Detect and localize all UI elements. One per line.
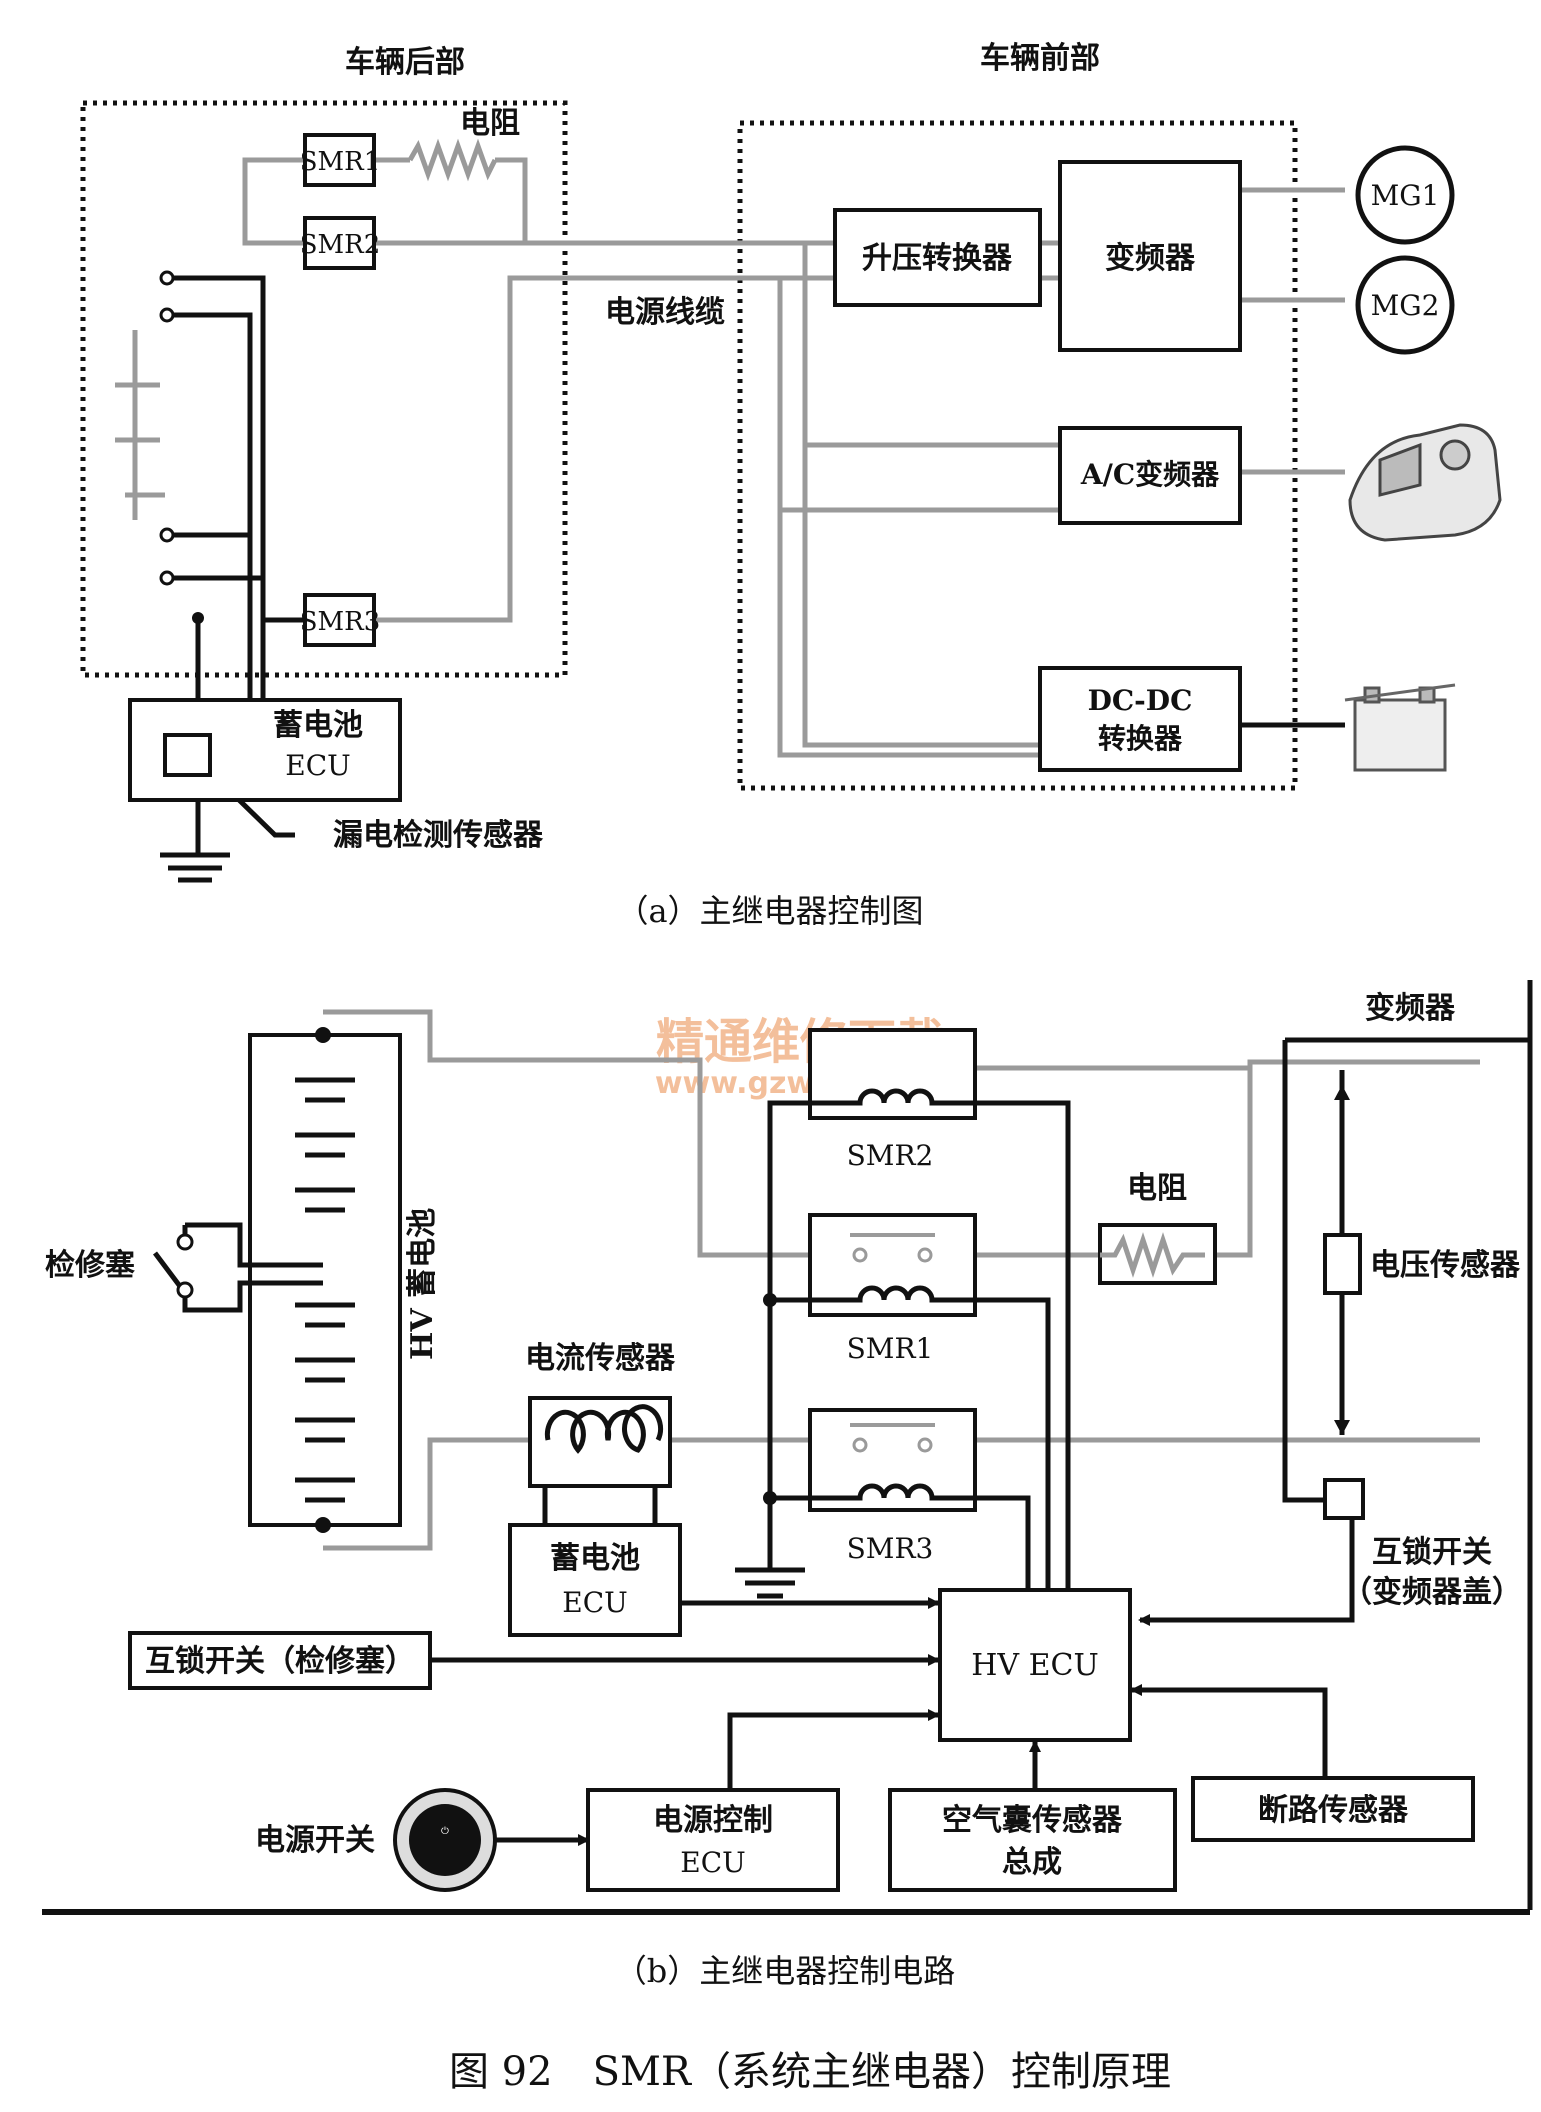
power-control-ecu-box: 电源控制 ECU	[586, 1788, 840, 1892]
smr1-label-a: SMR1	[300, 147, 381, 177]
smr3-label-a: SMR3	[300, 607, 381, 637]
caption-b: （b）主继电器控制电路	[615, 1952, 956, 1990]
power-cable-label: 电源线缆	[605, 295, 725, 330]
smr1-box-a: SMR1	[300, 133, 381, 187]
mg1-label: MG1	[1371, 179, 1440, 212]
battery-ecu-box-a: 蓄电池 ECU	[128, 698, 402, 802]
power-ctrl-label-2: ECU	[680, 1846, 745, 1879]
signal-arrows-b	[430, 1597, 1328, 1846]
svg-text:⏻: ⏻	[441, 1826, 449, 1837]
hv-battery: HV 蓄电池	[248, 1027, 440, 1533]
battery-ecu-label-1-a: 蓄电池	[273, 708, 363, 743]
power-switch-label: 电源开关	[255, 1823, 375, 1858]
terminal-dots-a	[159, 270, 175, 586]
current-sensor-label: 电流传感器	[525, 1341, 676, 1376]
hv-ecu-label: HV ECU	[971, 1648, 1099, 1683]
mg2-label: MG2	[1371, 289, 1440, 322]
inverter-label-b: 变频器	[1365, 991, 1456, 1026]
diagram-b: 精通维修下载 www.gzweix.com HV 蓄电池	[42, 980, 1533, 1990]
resistor-symbol-b	[1100, 1232, 1205, 1278]
interlock-inverter-label-1: 互锁开关	[1372, 1535, 1492, 1570]
smr1-label-b: SMR1	[847, 1332, 934, 1365]
figure-title: 图 92 SMR（系统主继电器）控制原理	[449, 2049, 1171, 2095]
interlock-plug-box: 互锁开关（检修塞）	[128, 1631, 432, 1690]
airbag-sensor-box: 空气囊传感器 总成	[888, 1788, 1177, 1892]
voltage-sensor-label: 电压传感器	[1370, 1248, 1521, 1283]
smr1-box-b: SMR1	[808, 1213, 977, 1365]
smr2-label-a: SMR2	[300, 230, 381, 260]
leak-sensor-label: 漏电检测传感器	[333, 818, 544, 853]
aux-battery-icon	[1344, 683, 1456, 772]
power-ctrl-label-1: 电源控制	[653, 1803, 773, 1838]
resistor-symbol-a	[407, 138, 498, 182]
airbag-label-1: 空气囊传感器	[942, 1803, 1123, 1838]
dcdc-converter-box: DC-DC 转换器	[1038, 666, 1242, 772]
smr2-box-a: SMR2	[300, 216, 381, 270]
breaker-sensor-label: 断路传感器	[1258, 1793, 1409, 1828]
inverter-label-a: 变频器	[1105, 241, 1196, 276]
battery-ecu-label-2-a: ECU	[285, 749, 350, 782]
hv-battery-label: HV 蓄电池	[405, 1208, 440, 1360]
dcdc-label-2: 转换器	[1098, 722, 1183, 755]
mg1-motor: MG1	[1355, 145, 1455, 245]
current-sensor	[528, 1396, 672, 1530]
rear-region-label: 车辆后部	[345, 45, 465, 80]
smr2-label-b: SMR2	[847, 1139, 934, 1172]
caption-a: （a）主继电器控制图	[616, 892, 923, 930]
boost-converter-box: 升压转换器	[833, 208, 1042, 307]
dcdc-label-1: DC-DC	[1088, 684, 1193, 717]
smr3-box-b: SMR3	[808, 1408, 977, 1565]
interlock-switch-inverter-box	[1323, 1478, 1365, 1520]
ac-inverter-label: A/C变频器	[1080, 458, 1220, 491]
voltage-sensor-box	[1323, 1233, 1362, 1295]
inverter-box-a: 变频器	[1058, 160, 1242, 352]
boost-converter-label: 升压转换器	[862, 241, 1013, 276]
power-switch-icon[interactable]: ⏻	[393, 1788, 497, 1892]
rear-region-boundary	[80, 100, 568, 678]
breaker-sensor-box: 断路传感器	[1191, 1776, 1475, 1842]
service-plug-label: 检修塞	[45, 1248, 135, 1283]
battery-ecu-label-1-b: 蓄电池	[550, 1541, 640, 1576]
hv-ecu-box: HV ECU	[938, 1588, 1132, 1742]
ac-inverter-box: A/C变频器	[1058, 426, 1242, 525]
mg2-motor: MG2	[1355, 255, 1455, 355]
interlock-inverter-label-2: （变频器盖）	[1342, 1575, 1522, 1610]
junction-dot-a	[192, 612, 204, 624]
power-cable-lines	[115, 157, 1345, 758]
battery-ecu-label-2-b: ECU	[562, 1586, 627, 1619]
ac-compressor-icon	[1348, 423, 1502, 542]
control-lines-b	[735, 980, 1533, 1910]
smr3-box-a: SMR3	[300, 593, 381, 647]
front-region-label: 车辆前部	[980, 41, 1100, 76]
interlock-plug-label: 互锁开关（检修塞）	[145, 1644, 415, 1679]
smr3-label-b: SMR3	[847, 1532, 934, 1565]
battery-ecu-box-b: 蓄电池 ECU	[508, 1523, 682, 1637]
diagram-a: 车辆后部 车辆前部 电阻	[80, 41, 1502, 930]
resistor-label-b: 电阻	[1127, 1171, 1187, 1206]
resistor-label-a: 电阻	[460, 106, 520, 141]
airbag-label-2: 总成	[1002, 1845, 1062, 1880]
